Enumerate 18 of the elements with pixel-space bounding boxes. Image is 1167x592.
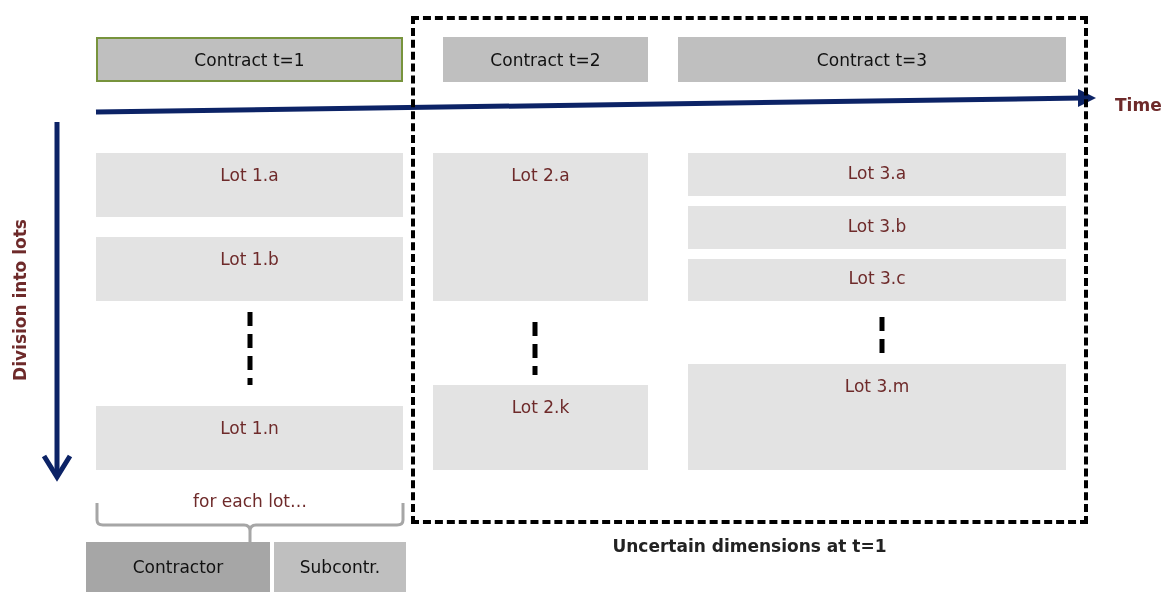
axis-label: Division into lots	[10, 219, 30, 381]
contract-box: Contract t=2	[443, 37, 648, 82]
contract-box: Contract t=1	[96, 37, 403, 82]
contract-box: Contract t=3	[678, 37, 1066, 82]
axis-label: Time	[1115, 95, 1162, 115]
role-box: Subcontr.	[274, 542, 406, 592]
lot-box: Lot 1.n	[96, 406, 403, 470]
region-caption: Uncertain dimensions at t=1	[611, 536, 888, 556]
lot-box: Lot 3.a	[688, 153, 1066, 196]
lot-box: Lot 1.b	[96, 237, 403, 301]
lot-box: Lot 3.m	[688, 364, 1066, 470]
lot-box: Lot 3.b	[688, 206, 1066, 249]
role-box: Contractor	[86, 542, 270, 592]
brace-label: for each lot…	[193, 491, 307, 511]
lot-box: Lot 2.a	[433, 153, 648, 301]
lot-box: Lot 1.a	[96, 153, 403, 217]
lot-box: Lot 3.c	[688, 259, 1066, 301]
lot-box: Lot 2.k	[433, 385, 648, 470]
